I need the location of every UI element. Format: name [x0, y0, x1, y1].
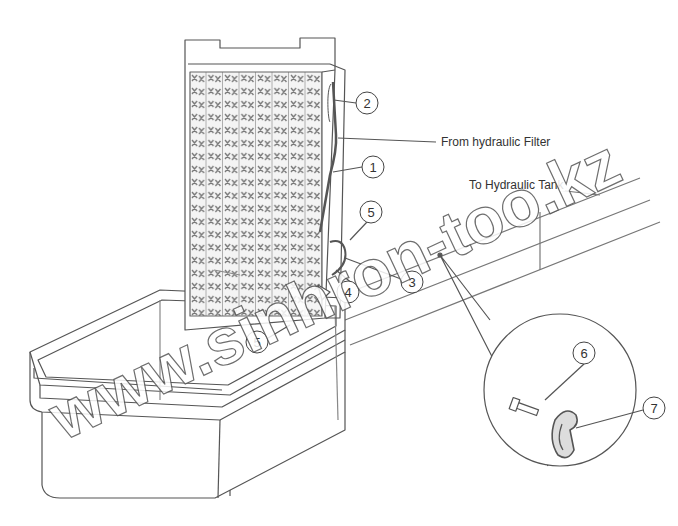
callout-number: 2: [363, 97, 370, 110]
callout-number: 7: [650, 402, 657, 415]
callout-number: 5: [367, 206, 374, 219]
callout-number: 6: [580, 347, 587, 360]
callout-number: 1: [369, 161, 376, 174]
flow-note: From hydraulic Filter: [440, 136, 551, 148]
